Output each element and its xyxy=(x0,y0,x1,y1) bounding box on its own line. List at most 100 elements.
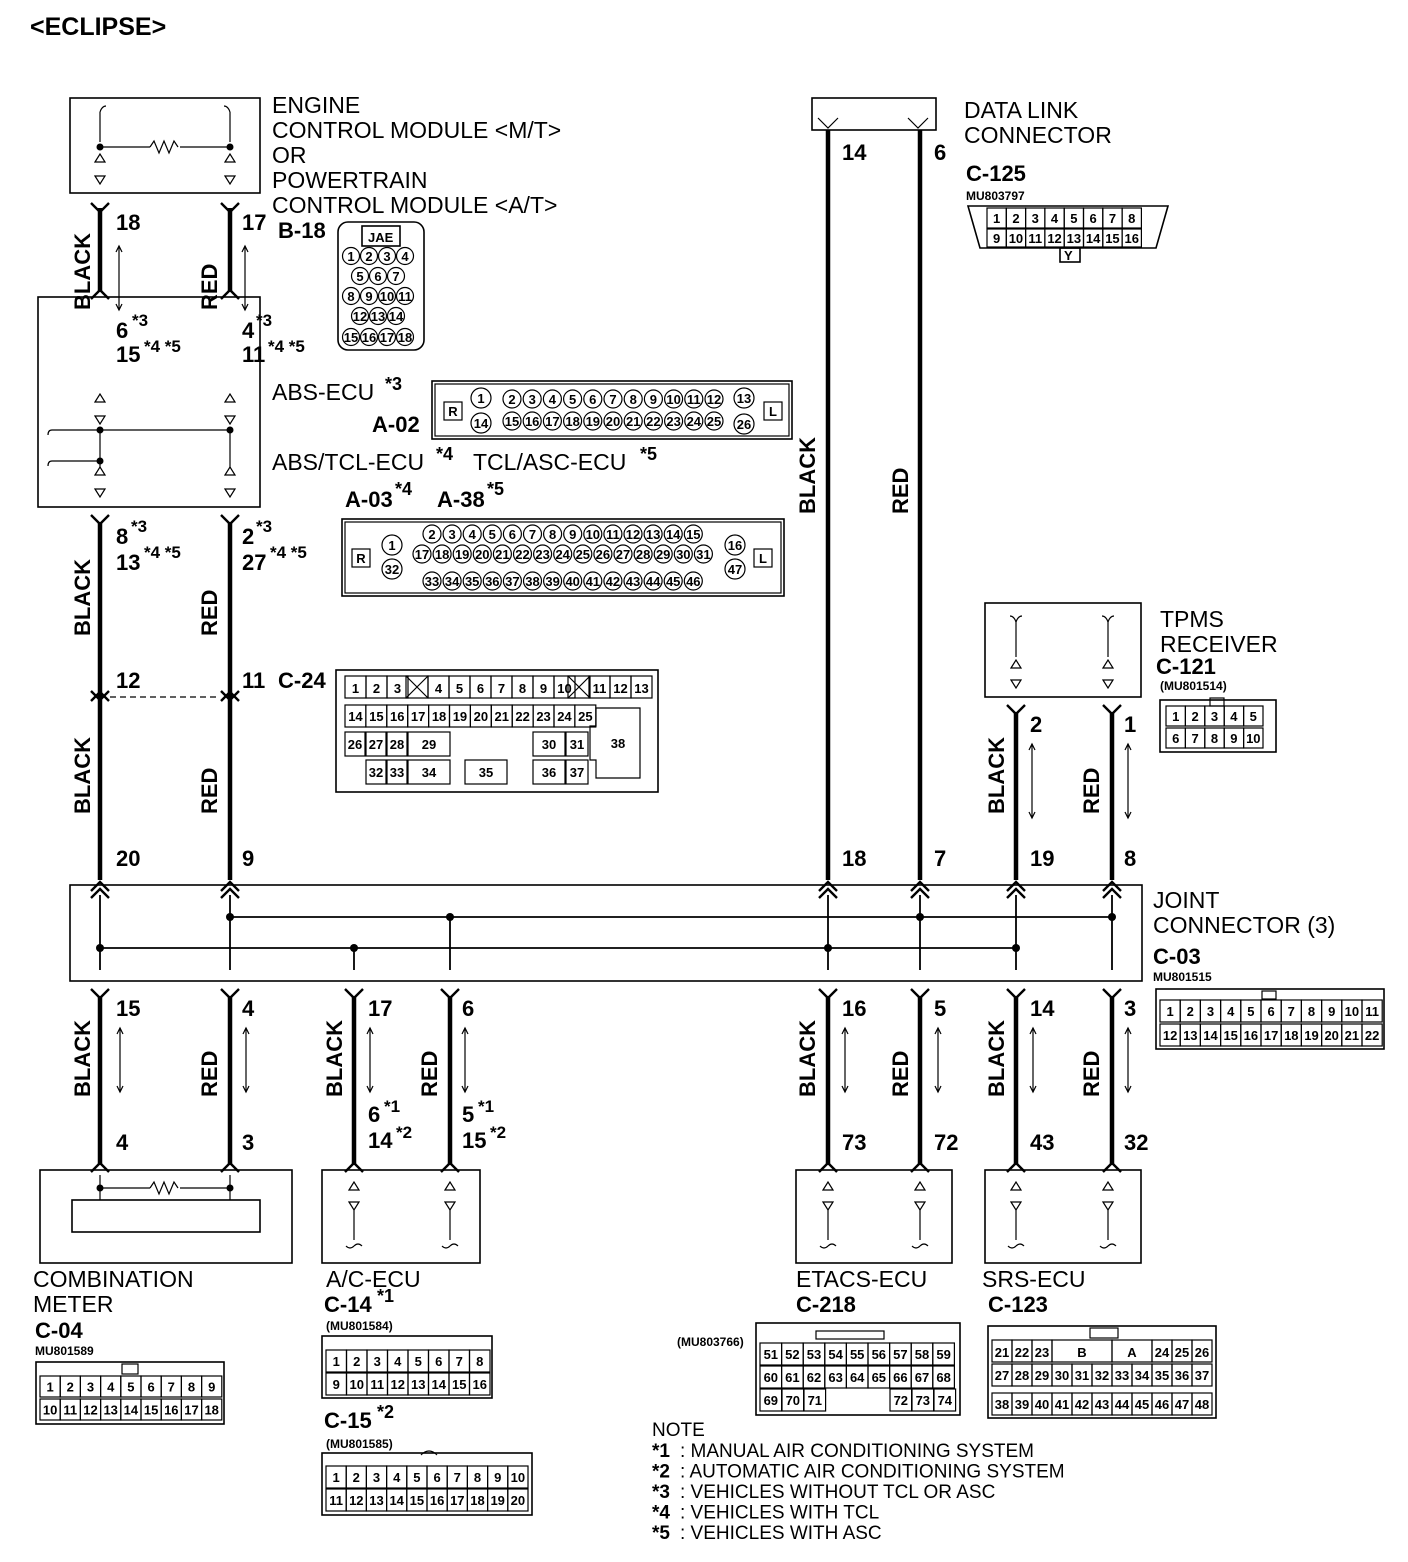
a03-pin-36: 36 xyxy=(485,574,499,589)
svg-text:43: 43 xyxy=(1030,1130,1054,1155)
a02-pin-11: 11 xyxy=(687,392,701,407)
svg-text:MU801515: MU801515 xyxy=(1153,970,1212,984)
joint-connector-label: JOINT CONNECTOR (3) C-03 MU801515 xyxy=(1153,887,1335,984)
ac-ecu-label: A/C-ECU C-14 *1 (MU801584) C-15 *2 (MU80… xyxy=(324,1266,421,1451)
svg-text:72: 72 xyxy=(934,1130,958,1155)
c125-pin-4: 4 xyxy=(1051,211,1059,226)
a02-side-r: R xyxy=(448,404,458,419)
c15-pin-6: 6 xyxy=(433,1470,440,1485)
a02-pin-6: 6 xyxy=(589,392,596,407)
a03-pin-25: 25 xyxy=(576,547,590,562)
svg-text:*4: *4 xyxy=(395,479,412,499)
svg-text:11: 11 xyxy=(242,342,265,367)
c24-pin-14: 14 xyxy=(348,709,363,724)
c14-pin-15: 15 xyxy=(452,1377,466,1392)
c24-pin-20: 20 xyxy=(474,709,488,724)
a02-pin-7: 7 xyxy=(609,392,616,407)
c123-pin-47: 47 xyxy=(1175,1397,1189,1412)
svg-text:BLACK: BLACK xyxy=(70,737,95,814)
c218-pin-70: 70 xyxy=(786,1393,800,1408)
b18-pin-3: 3 xyxy=(383,249,390,264)
joint-connector-module xyxy=(69,884,1143,982)
c04-pin-7: 7 xyxy=(168,1380,175,1395)
a03-pin-26: 26 xyxy=(596,547,610,562)
a03-pin-13: 13 xyxy=(646,527,660,542)
c15-pin-10: 10 xyxy=(511,1470,525,1485)
note-mark-2: *2 xyxy=(652,1462,670,1483)
c14-pin-13: 13 xyxy=(411,1377,425,1392)
a03-pin-2: 2 xyxy=(428,527,435,542)
svg-text:JOINT: JOINT xyxy=(1153,887,1219,913)
svg-text:BLACK: BLACK xyxy=(70,1020,95,1097)
c24-pin-28: 28 xyxy=(390,737,404,752)
svg-text:2: 2 xyxy=(242,524,254,549)
a03-side-l: L xyxy=(759,551,767,566)
c14-pin-16: 16 xyxy=(473,1377,487,1392)
svg-text:*2: *2 xyxy=(396,1123,412,1142)
c123-pin-24: 24 xyxy=(1155,1345,1170,1360)
connector-id-a02: A-02 xyxy=(372,412,420,437)
b18-pin-18: 18 xyxy=(398,330,412,345)
c03-pin-6: 6 xyxy=(1267,1004,1274,1019)
a02-pin-4: 4 xyxy=(549,392,557,407)
a03-pin-35: 35 xyxy=(465,574,479,589)
c14-pin-14: 14 xyxy=(432,1377,447,1392)
a03-pin-44: 44 xyxy=(646,574,661,589)
c125-pin-15: 15 xyxy=(1105,231,1119,246)
svg-text:18: 18 xyxy=(842,846,866,871)
svg-text:7: 7 xyxy=(934,846,946,871)
c14-pin-1: 1 xyxy=(333,1354,340,1369)
ecm-module xyxy=(69,97,261,194)
c04-pin-13: 13 xyxy=(103,1403,117,1418)
svg-text:5: 5 xyxy=(462,1102,474,1127)
b18-pin-8: 8 xyxy=(347,289,354,304)
svg-text:6: 6 xyxy=(368,1102,380,1127)
connector-id-c121: C-121 xyxy=(1156,654,1216,679)
svg-text:BLACK: BLACK xyxy=(70,559,95,636)
svg-text:6: 6 xyxy=(934,140,946,165)
c24-pin-22: 22 xyxy=(515,709,529,724)
svg-text:*5: *5 xyxy=(487,479,504,499)
note-mark-1: *1 xyxy=(652,1441,670,1462)
wires xyxy=(90,130,1132,1173)
connector-id-b18: B-18 xyxy=(278,218,326,243)
c24-pin-31: 31 xyxy=(570,737,584,752)
c125-pin-8: 8 xyxy=(1128,211,1135,226)
a03-pin-33: 33 xyxy=(425,574,439,589)
c24-pin-18: 18 xyxy=(432,709,446,724)
svg-text:ENGINE: ENGINE xyxy=(272,92,360,118)
c04-pin-4: 4 xyxy=(107,1380,115,1395)
connector-id-c14: C-14 xyxy=(324,1292,372,1317)
svg-text:2: 2 xyxy=(1030,712,1042,737)
c04-pin-11: 11 xyxy=(63,1403,77,1418)
c125-pin-10: 10 xyxy=(1009,231,1023,246)
svg-text:BLACK: BLACK xyxy=(984,1020,1009,1097)
note-text-2: : AUTOMATIC AIR CONDITIONING SYSTEM xyxy=(680,1462,1065,1483)
c24-pin-27: 27 xyxy=(369,737,383,752)
c24-pin-8: 8 xyxy=(519,681,526,696)
b18-pin-16: 16 xyxy=(362,330,376,345)
c24-pin-19: 19 xyxy=(453,709,467,724)
svg-text:*3: *3 xyxy=(131,517,147,536)
tpms-module xyxy=(984,602,1142,698)
svg-text:CONTROL MODULE <M/T>: CONTROL MODULE <M/T> xyxy=(272,117,561,143)
note-text-1: : MANUAL AIR CONDITIONING SYSTEM xyxy=(680,1441,1034,1462)
a03-pin-47: 47 xyxy=(728,562,742,577)
c15-pin-12: 12 xyxy=(349,1493,363,1508)
c03-pin-7: 7 xyxy=(1288,1004,1295,1019)
c03-pin-8: 8 xyxy=(1308,1004,1315,1019)
svg-text:*3: *3 xyxy=(256,311,272,330)
svg-text:(MU803766): (MU803766) xyxy=(677,1335,744,1349)
srs-ecu-label: SRS-ECU C-123 xyxy=(982,1266,1086,1317)
svg-text:8: 8 xyxy=(116,524,128,549)
svg-text:19: 19 xyxy=(1030,846,1054,871)
c03-pin-12: 12 xyxy=(1163,1028,1177,1043)
a03-pin-42: 42 xyxy=(606,574,620,589)
c123-pin-37: 37 xyxy=(1195,1368,1209,1383)
a02-pin-19: 19 xyxy=(586,414,600,429)
